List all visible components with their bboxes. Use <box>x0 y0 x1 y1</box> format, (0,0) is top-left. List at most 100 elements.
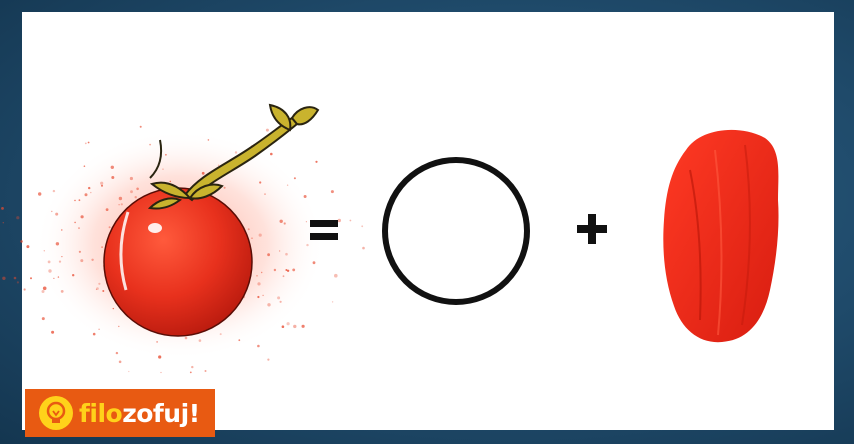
tomato-speck <box>149 144 151 146</box>
tomato-speck <box>274 269 276 271</box>
tomato-speck <box>277 296 280 299</box>
tomato-speck <box>283 275 285 277</box>
tomato-speck <box>294 177 296 179</box>
tomato-speck <box>51 331 54 334</box>
logo-text-part1: filo <box>79 399 122 428</box>
tomato-speck <box>42 290 45 293</box>
tomato-speck <box>16 216 19 219</box>
tomato-speck <box>44 250 45 251</box>
tomato-speck <box>2 277 5 280</box>
tomato-speck <box>90 192 91 193</box>
tomato-speck <box>267 303 270 306</box>
tomato-speck <box>136 188 139 191</box>
tomato-speck <box>102 290 104 292</box>
logo-text: filozofuj! <box>79 399 200 428</box>
tomato-speck <box>156 341 158 343</box>
tomato-speck <box>118 204 119 205</box>
tomato-speck <box>74 222 76 224</box>
tomato-speck <box>53 190 55 192</box>
tomato-speck <box>279 250 280 251</box>
tomato-speck <box>165 154 167 156</box>
tomato-speck <box>238 339 240 341</box>
tomato-speck <box>285 269 287 271</box>
tomato-speck <box>72 274 74 276</box>
tomato-speck <box>160 372 161 373</box>
circle-shape <box>385 160 527 302</box>
tomato-speck <box>48 269 51 272</box>
tomato-speck <box>58 276 59 277</box>
tomato-speck <box>59 261 61 263</box>
tomato-speck <box>93 333 96 336</box>
tomato-speck <box>292 269 295 272</box>
tomato-speck <box>224 187 226 189</box>
tomato-speck <box>259 234 262 237</box>
tomato-speck <box>261 272 262 273</box>
tomato-speck <box>88 142 90 144</box>
tomato-speck <box>199 339 202 342</box>
tomato-speck <box>306 221 307 222</box>
tomato-body <box>104 188 252 336</box>
tomato-speck <box>17 281 19 283</box>
tomato-speck <box>79 251 81 253</box>
tomato-speck <box>130 177 133 180</box>
tomato-speck <box>111 176 114 179</box>
tomato-speck <box>106 208 109 211</box>
tomato-speck <box>287 322 290 325</box>
tomato-speck <box>285 253 288 256</box>
tomato-speck <box>128 371 129 372</box>
lightbulb-icon <box>39 396 73 430</box>
tomato-speck <box>81 215 84 218</box>
tomato-speck <box>85 193 88 196</box>
tomato-speck <box>218 165 219 166</box>
tomato-speck <box>257 296 259 298</box>
tomato-speck <box>84 165 86 167</box>
tomato-speck <box>116 352 118 354</box>
logo-text-part2: zofuj <box>122 399 188 428</box>
tomato-speck <box>56 242 59 245</box>
tomato-speck <box>315 161 317 163</box>
tomato-speck <box>280 301 282 303</box>
tomato-speck <box>270 153 273 156</box>
tomato-speck <box>24 288 26 290</box>
tomato-speck <box>118 326 119 327</box>
tomato-speck <box>53 278 54 279</box>
tomato-speck <box>85 143 87 145</box>
tomato-speck <box>282 325 285 328</box>
tomato-speck <box>48 261 51 264</box>
tomato-speck <box>313 261 316 264</box>
tomato-speck <box>293 325 296 328</box>
tomato-speck <box>350 220 352 222</box>
tomato-speck <box>96 287 99 290</box>
tomato-speck <box>191 366 193 368</box>
tomato-speck <box>121 203 123 205</box>
filozofuj-logo[interactable]: filozofuj! <box>25 389 215 437</box>
tomato-speck <box>1 207 4 210</box>
tomato-speck <box>362 247 365 250</box>
tomato-speck <box>88 187 90 189</box>
red-paint-swatch <box>663 130 778 342</box>
tomato-speck <box>26 245 29 248</box>
tomato-speck <box>109 226 111 228</box>
tomato-speck <box>332 301 333 302</box>
tomato-speck <box>334 274 338 278</box>
tomato-speck <box>170 181 172 183</box>
tomato-speck <box>111 166 114 169</box>
tomato-speck <box>98 329 99 330</box>
tomato-speck <box>158 355 161 358</box>
tomato-speck <box>302 325 305 328</box>
tomato-speck <box>287 185 288 186</box>
tomato-speck <box>284 222 286 224</box>
tomato-speck <box>266 129 269 132</box>
tomato-speck <box>43 287 47 291</box>
tomato-speck <box>185 337 188 340</box>
tomato-speck <box>257 345 260 348</box>
tomato-speck <box>14 277 17 280</box>
tomato-speck <box>61 290 64 293</box>
tomato-speck <box>20 240 23 243</box>
tomato-speck <box>140 126 142 128</box>
tomato-speck <box>74 200 75 201</box>
tomato-speck <box>280 220 283 223</box>
tomato-speck <box>101 246 103 248</box>
tomato-speck <box>100 182 103 185</box>
tomato-speck <box>361 225 363 227</box>
